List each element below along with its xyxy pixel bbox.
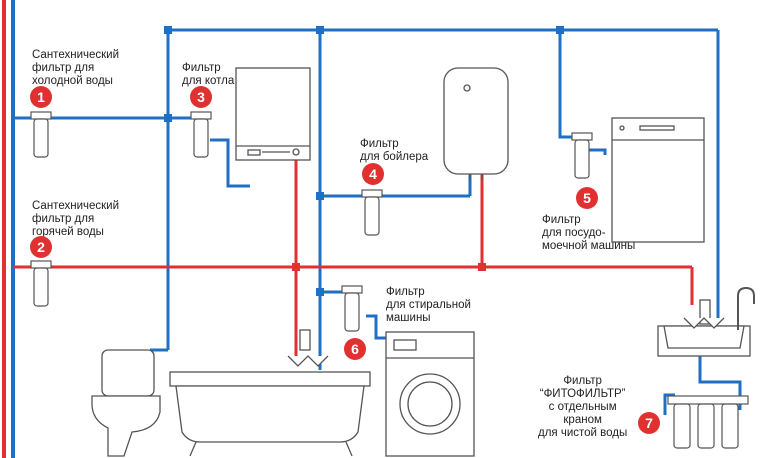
badge-1: 1 [30,86,52,108]
filter-3-housing [190,111,212,158]
hot-pipes [13,160,694,362]
washing-machine-icon [385,331,475,457]
filter-4-housing [361,189,383,236]
dishwasher-icon [611,117,705,243]
badge-4: 4 [362,163,384,185]
water-heater-icon [443,67,509,180]
toilet-icon [91,349,161,457]
bathtub-icon [169,329,371,457]
filter-6-housing [341,285,363,332]
reverse-osmosis-icon [667,395,749,449]
sink-icon [657,299,751,357]
badge-5: 5 [576,187,598,209]
boiler-icon [235,67,311,161]
filter-2-housing [30,260,52,307]
filter-1-housing [30,111,52,158]
badge-7: 7 [638,412,660,434]
badge-6: 6 [344,338,366,360]
filter-5-housing [571,132,593,179]
badge-2: 2 [30,236,52,258]
pipe-junctions [164,26,564,296]
filter-housings [30,111,593,332]
faucet-icon [737,286,755,330]
badge-3: 3 [190,86,212,108]
